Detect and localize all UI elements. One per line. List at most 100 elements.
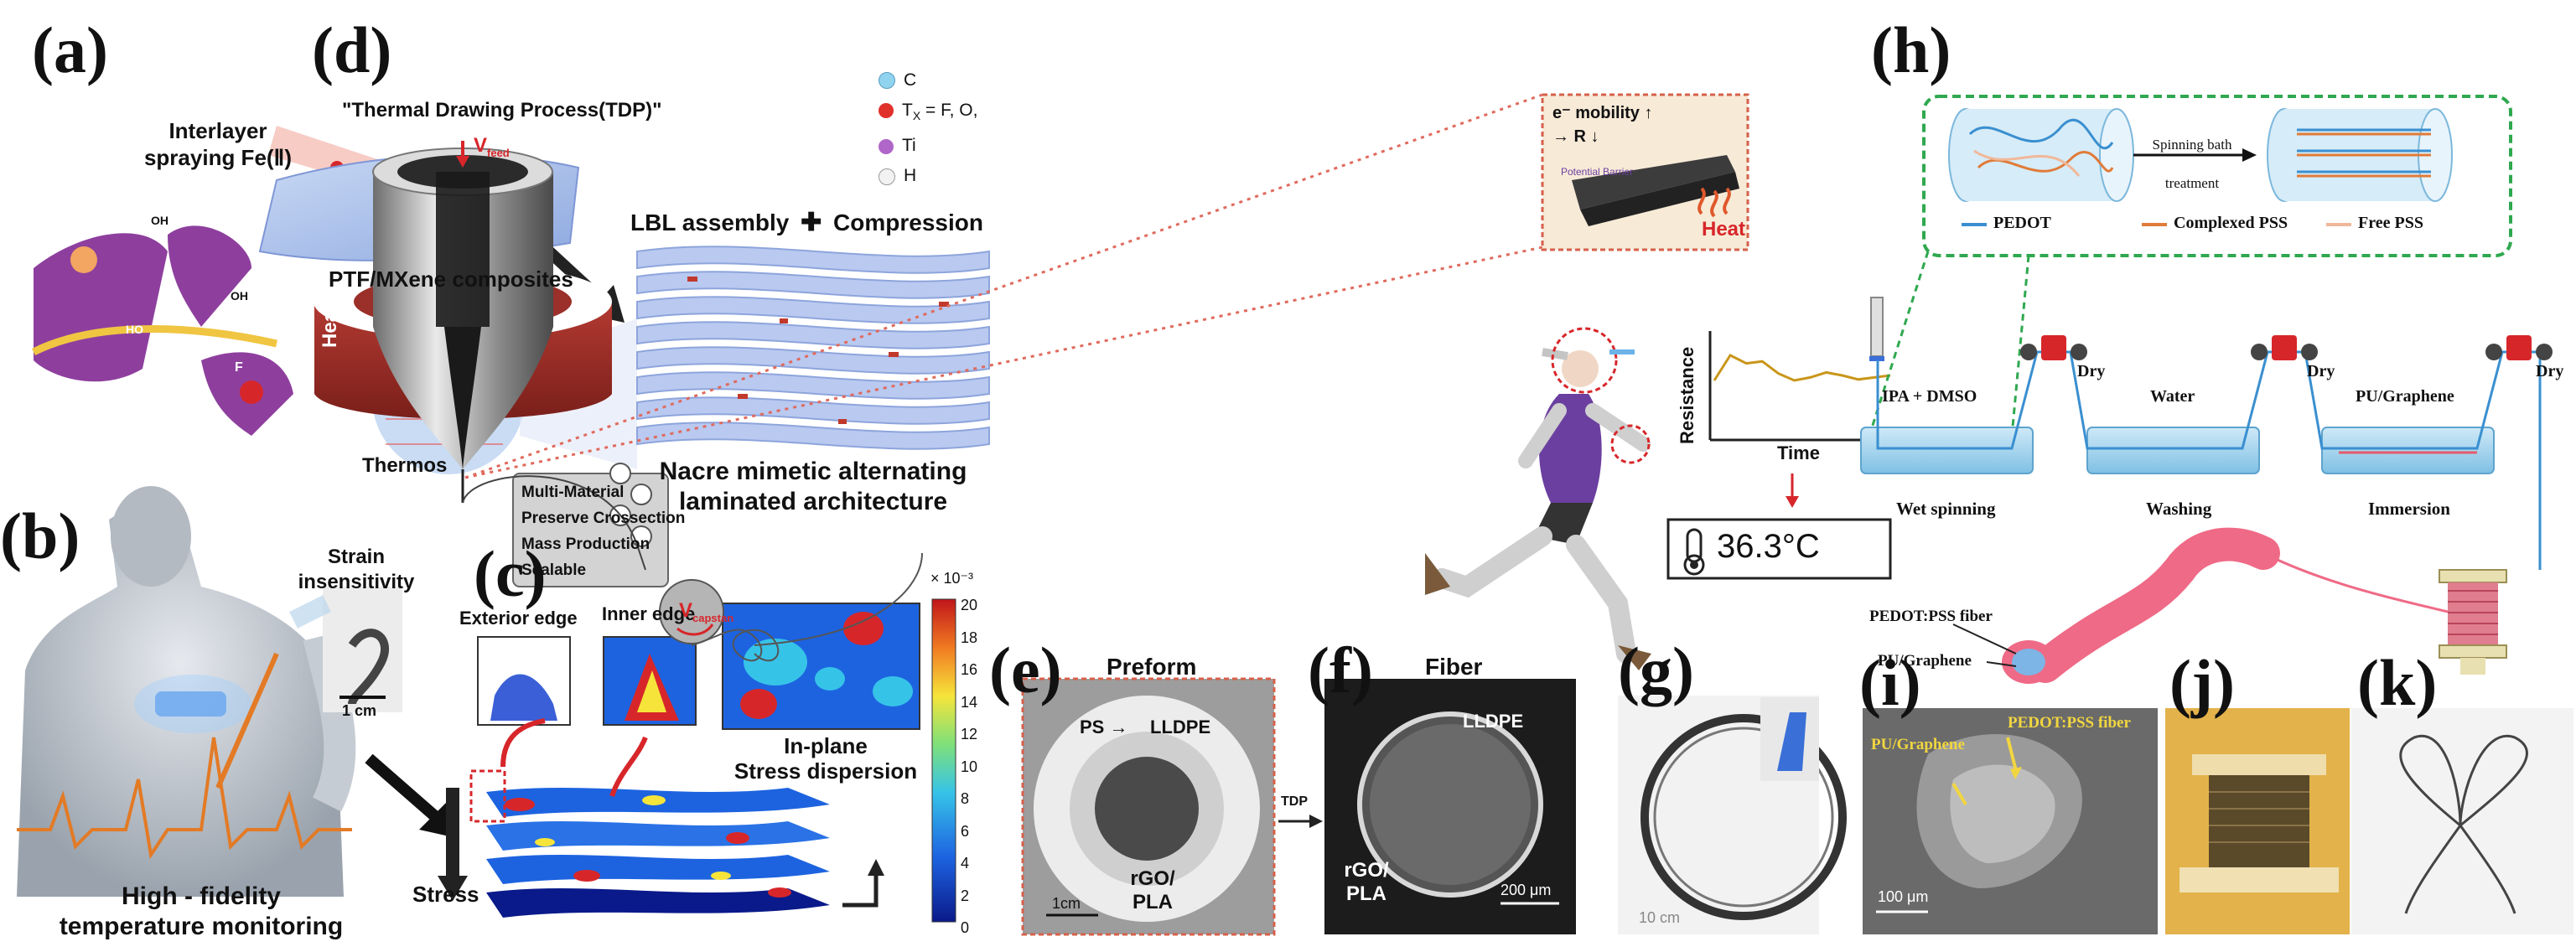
- plus-icon: ✚: [801, 209, 822, 236]
- lbl-assembly-label: LBL assembly ✚ Compression: [630, 208, 983, 237]
- colorbar-tick: 8: [961, 790, 970, 807]
- spinning-bath-line1: Spinning bath: [2152, 137, 2232, 153]
- feature-list: Multi-Material Preserve Crossection Mass…: [521, 479, 685, 583]
- panel-label-c: (c): [474, 537, 547, 610]
- tdp-arrow-label: TDP: [1281, 794, 1308, 809]
- core-line1: rGO/: [1130, 867, 1175, 890]
- panel-label-f: (f): [1308, 634, 1373, 706]
- pu-label-h: PU/Graphene: [1878, 652, 1972, 670]
- scale-f: 200 μm: [1501, 882, 1552, 898]
- nacre-line1: Nacre mimetic alternating: [659, 458, 967, 485]
- panel-label-g: (g): [1618, 634, 1694, 706]
- dry-label-2: Dry: [2307, 362, 2335, 380]
- thermos-label: Thermos: [362, 454, 448, 477]
- v-capstan-sub: capstan: [692, 611, 734, 624]
- scale-i: 100 μm: [1878, 888, 1929, 905]
- core-line2: PLA: [1133, 891, 1173, 913]
- colorbar-tick: 12: [961, 726, 978, 742]
- resistance-axis-label: Resistance: [1677, 346, 1697, 444]
- colorbar-ticks: 20 18 16 14 12 10 8 6 4 2 0: [961, 589, 977, 944]
- bath-pu-graphene: PU/Graphene: [2356, 387, 2454, 406]
- panel-label-a: (a): [32, 13, 108, 86]
- dry-label-3: Dry: [2536, 362, 2564, 380]
- v-feed-label: Vfeed: [474, 134, 510, 159]
- legend-label: C: [904, 70, 917, 90]
- lbl-assembly-text: LBL assembly: [630, 210, 790, 235]
- strain-scale: 1 cm: [342, 702, 377, 719]
- spinning-bath-label: Spinning bath treatment: [2133, 126, 2251, 203]
- inplane-line1: In-plane: [784, 733, 868, 758]
- nacre-line2: laminated architecture: [678, 488, 948, 515]
- stage-immersion: Immersion: [2368, 499, 2450, 519]
- colorbar-tick: 20: [961, 597, 978, 613]
- composite-label: PTF/MXene composites: [329, 266, 573, 292]
- bath-water: Water: [2150, 387, 2195, 406]
- panel-label-h: (h): [1871, 13, 1951, 86]
- dry-label-1: Dry: [2077, 362, 2106, 380]
- legend-item-tx: TX = F, O,: [879, 96, 977, 131]
- monitoring-caption: High - fidelity temperature monitoring: [25, 882, 377, 942]
- core-label-f: rGO/ PLA: [1333, 859, 1400, 906]
- legend-item-h: H: [879, 161, 977, 191]
- legend-pedot: PEDOT: [1993, 214, 2051, 232]
- legend-dot: [879, 138, 894, 154]
- fiber-label-i: PEDOT:PSS fiber: [2008, 714, 2131, 732]
- inplane-line2: Stress dispersion: [733, 758, 918, 784]
- preform-title: Preform: [1107, 654, 1197, 680]
- interlayer-line2: spraying Fe(Ⅱ): [143, 145, 293, 170]
- potential-barrier-label: Potential Barrier: [1561, 166, 1634, 178]
- feature-item: Mass Production: [521, 536, 650, 553]
- scale-e: 1cm: [1052, 895, 1081, 912]
- colorbar-tick: 16: [961, 661, 978, 678]
- temperature-readout: 36.3°C: [1717, 528, 1820, 565]
- molecule-oh-2: OH: [231, 289, 248, 303]
- molecule-f: F: [235, 360, 243, 375]
- colorbar-tick: 6: [961, 822, 970, 840]
- core-label-e: rGO/ PLA: [1119, 867, 1186, 914]
- stage-wet-spinning: Wet spinning: [1896, 499, 1996, 519]
- legend-dot: [879, 168, 895, 185]
- panel-label-k: (k): [2357, 646, 2438, 719]
- legend-label: H: [904, 166, 917, 186]
- ps-label: PS →: [1080, 717, 1128, 737]
- strain-line1: Strain: [327, 546, 385, 568]
- compression-text: Compression: [833, 210, 983, 235]
- feature-item: Multi-Material: [521, 484, 625, 501]
- legend-label: T: [902, 101, 913, 120]
- core-line1: rGO/: [1344, 859, 1389, 882]
- legend-item-c: C: [879, 65, 977, 96]
- time-axis-label: Time: [1777, 442, 1820, 463]
- nacre-label: Nacre mimetic alternating laminated arch…: [637, 457, 989, 517]
- lldpe-label-f: LLDPE: [1463, 711, 1524, 732]
- legend-sub: X: [912, 109, 921, 123]
- legend-label: Ti: [902, 136, 916, 156]
- panel-label-d: (d): [312, 13, 392, 86]
- colorbar-tick: 4: [961, 855, 970, 872]
- legend-dot: [879, 103, 894, 119]
- molecule-oh-1: OH: [151, 214, 168, 227]
- inplane-label: In-plane Stress dispersion: [729, 733, 922, 784]
- colorbar-tick: 14: [961, 693, 978, 711]
- feature-item: Preserve Crossection: [521, 510, 686, 527]
- colorbar-exponent: × 10⁻³: [930, 570, 974, 587]
- legend-rest: = F, O,: [920, 101, 978, 120]
- colorbar-tick: 2: [961, 887, 970, 904]
- stage-washing: Washing: [2146, 499, 2212, 519]
- resistance-line: [1713, 354, 1891, 382]
- feature-item: Scalable: [521, 561, 587, 579]
- fiber-label-h: PEDOT:PSS fiber: [1869, 608, 1993, 625]
- lldpe-label-e: LLDPE: [1150, 717, 1211, 737]
- core-line2: PLA: [1346, 882, 1386, 905]
- stress-label: Stress: [412, 882, 479, 907]
- colorbar-tick: 0: [961, 919, 970, 936]
- v-capstan-v: V: [679, 599, 693, 622]
- panel-label-e: (e): [989, 634, 1062, 706]
- legend-complexed-pss: Complexed PSS: [2174, 214, 2288, 232]
- strain-line2: insensitivity: [298, 571, 415, 593]
- strain-label: Strain insensitivity: [293, 545, 419, 595]
- r-down-label: → R ↓: [1552, 127, 1599, 146]
- v-feed-sub: feed: [487, 146, 510, 159]
- pu-label-i: PU/Graphene: [1871, 736, 1965, 753]
- legend-dot: [879, 72, 895, 90]
- v-feed-v: V: [474, 134, 488, 157]
